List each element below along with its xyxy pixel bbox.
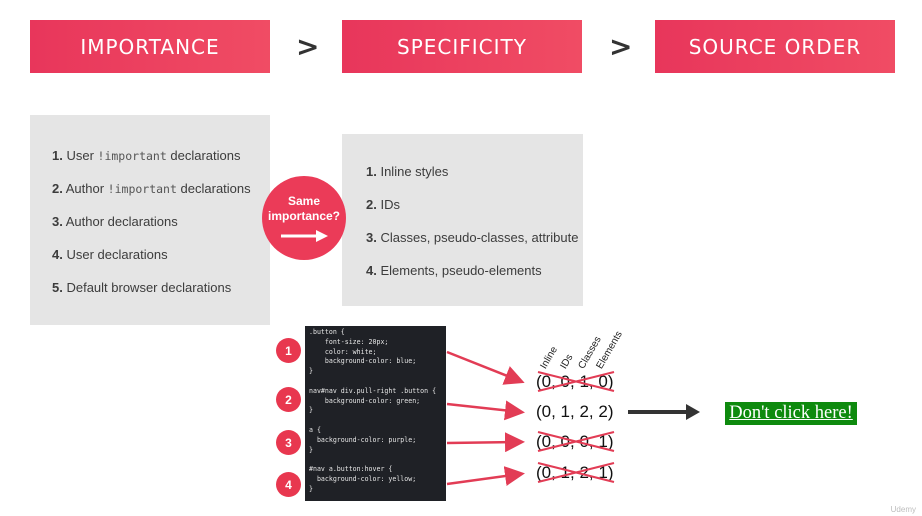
code-line: font-size: 20px; (309, 337, 389, 346)
specificity-item: 4. Elements, pseudo-elements (366, 263, 542, 278)
strike-value-3 (537, 431, 615, 452)
same-importance-circle: Same importance? (262, 176, 346, 260)
watermark: Udemy (890, 505, 916, 514)
header-importance: IMPORTANCE (30, 20, 270, 73)
arrow-right-icon (281, 230, 328, 242)
importance-item: 3. Author declarations (52, 214, 178, 229)
code-line: background-color: green; (309, 396, 421, 405)
header-source-order: SOURCE ORDER (655, 20, 895, 73)
css-code-block: .button { font-size: 20px; color: white;… (305, 326, 446, 501)
rule-badge-4: 4 (276, 472, 301, 497)
specificity-value-2: (0, 1, 2, 2) (536, 402, 614, 421)
rule-badge-1: 1 (276, 338, 301, 363)
arrow-to-result-head (686, 404, 700, 420)
result-link[interactable]: Don't click here! (725, 401, 857, 425)
importance-item: 4. User declarations (52, 247, 168, 262)
specificity-item: 1. Inline styles (366, 164, 449, 179)
code-line: nav#nav div.pull-right .button { (309, 386, 437, 395)
code-line: background-color: purple; (309, 435, 417, 444)
code-line: a { (309, 425, 321, 434)
code-line: } (309, 484, 313, 493)
result-preview: Don't click here! (721, 398, 861, 428)
arrow-rule-2 (446, 400, 525, 421)
importance-item: 2. Author !important declarations (52, 181, 251, 196)
importance-panel: 1. User !important declarations 2. Autho… (30, 115, 270, 325)
rule-badge-2: 2 (276, 387, 301, 412)
arrow-rule-1 (446, 350, 525, 385)
same-importance-line1: Same (287, 194, 321, 208)
importance-item: 5. Default browser declarations (52, 280, 232, 295)
same-importance-line2: importance? (267, 209, 340, 223)
greater-than-separator: > (609, 30, 633, 63)
specificity-item: 2. IDs (366, 197, 400, 212)
arrow-rule-3 (446, 432, 525, 453)
code-line: .button { (309, 328, 345, 336)
strike-value-4 (537, 462, 615, 483)
rule-badge-3: 3 (276, 430, 301, 455)
header-specificity: SPECIFICITY (342, 20, 582, 73)
code-line: color: white; (309, 347, 377, 356)
importance-item: 1. User !important declarations (52, 148, 241, 163)
code-line: #nav a.button:hover { (309, 465, 393, 474)
greater-than-separator: > (296, 30, 320, 63)
code-line: background-color: blue; (309, 357, 417, 366)
specificity-panel: 1. Inline styles 2. IDs 3. Classes, pseu… (342, 134, 583, 306)
arrow-rule-4 (446, 466, 525, 486)
strike-value-1 (537, 371, 615, 392)
code-line: } (309, 367, 313, 376)
code-line: background-color: yellow; (309, 474, 417, 483)
code-line: } (309, 406, 313, 415)
code-line: } (309, 445, 313, 454)
specificity-item: 3. Classes, pseudo-classes, attribute (366, 230, 579, 245)
